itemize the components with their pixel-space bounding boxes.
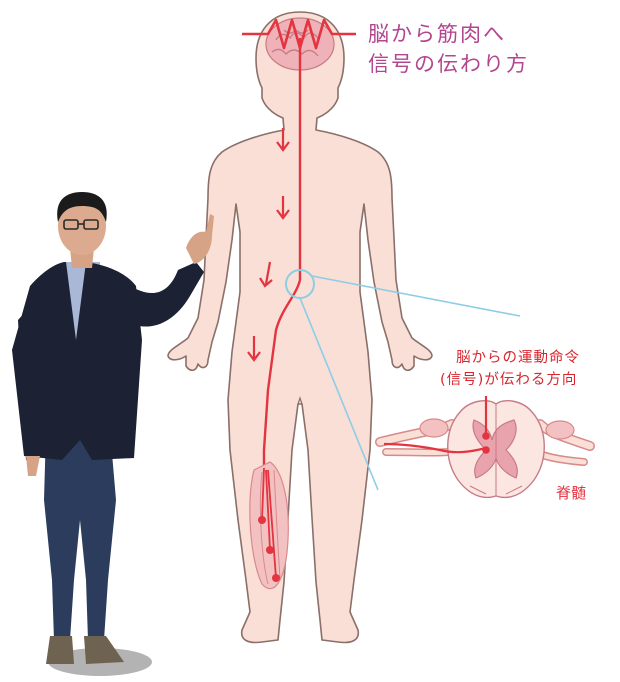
- neuron-ending-icon: [266, 546, 274, 554]
- diagram-title-line1: 脳から筋肉へ: [368, 18, 506, 48]
- presenter-raised-arm: [118, 262, 204, 327]
- presenter-jeans: [44, 430, 116, 640]
- neuron-ending-icon: [482, 446, 490, 454]
- neuron-ending-icon: [258, 516, 266, 524]
- presenter-photo: [12, 192, 214, 676]
- signal-direction-annotation-line2: (信号)が伝わる方向: [440, 368, 577, 389]
- spinal-cord-label: 脊髄: [556, 484, 586, 502]
- neuron-ending-icon: [272, 574, 280, 582]
- neuron-ending-icon: [482, 432, 490, 440]
- presenter-shoe-left: [46, 636, 74, 664]
- signal-direction-annotation-line1: 脳からの運動命令: [456, 346, 580, 367]
- presenter-left-hand: [26, 456, 40, 476]
- diagram-title-line2: 信号の伝わり方: [368, 48, 529, 78]
- spinal-cord-section: [380, 396, 590, 497]
